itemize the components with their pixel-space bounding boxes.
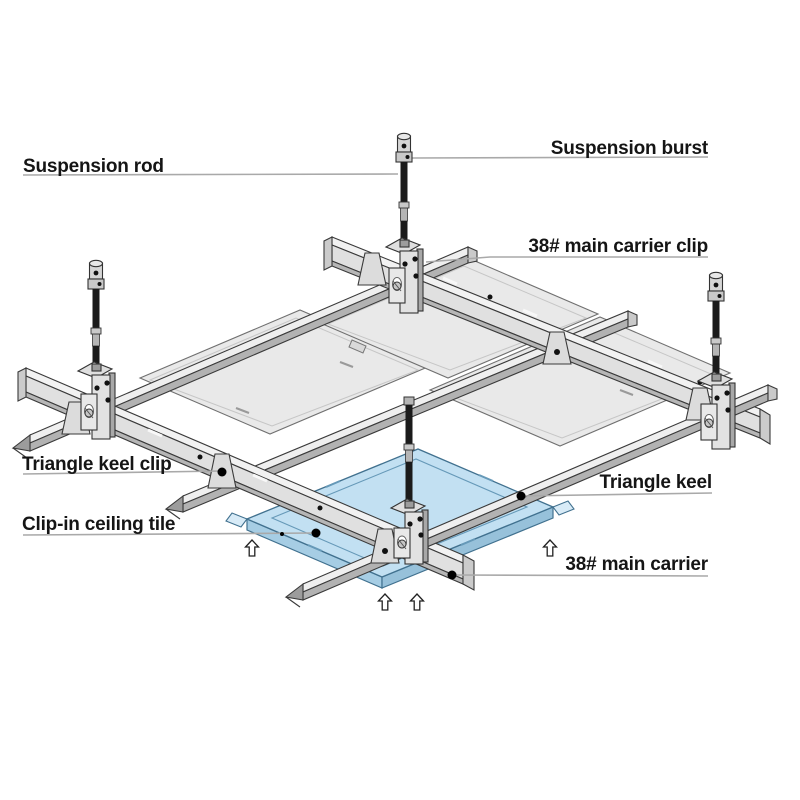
- label-suspension-burst: Suspension burst: [550, 138, 708, 159]
- carrier-clip: [80, 372, 116, 440]
- suspension-hanger-bottom: [390, 396, 429, 565]
- dot-small: [280, 532, 284, 536]
- carrier-end-cap: [759, 408, 771, 445]
- dot-main-carrier: [447, 570, 457, 580]
- triangle-keel-back: [11, 246, 478, 459]
- label-main-carrier: 38# main carrier: [565, 554, 708, 575]
- leader-lines: [22, 156, 713, 577]
- leader-suspension-rod: [22, 173, 399, 176]
- suspension-hanger-right: [697, 271, 736, 450]
- dot-clip-in-tile: [311, 528, 321, 538]
- annotation-dots: [217, 467, 526, 580]
- keel-end-cap: [767, 384, 778, 402]
- suspension-rod-shaft: [400, 162, 408, 204]
- carrier-clip: [393, 509, 429, 565]
- suspension-hanger-top: [385, 132, 424, 314]
- label-main-carrier-clip: 38# main carrier clip: [528, 236, 708, 257]
- carrier-end-cap: [17, 367, 27, 402]
- up-arrow-icon: [409, 593, 425, 611]
- label-triangle-keel: Triangle keel: [599, 472, 712, 493]
- leader-main-carrier: [451, 574, 709, 577]
- panel-seam-connector: [348, 339, 367, 354]
- carrier-clip: [388, 248, 424, 314]
- tile-corner-flange: [225, 512, 248, 528]
- keel-end-tip: [11, 433, 31, 452]
- suspension-rod-shaft: [92, 289, 100, 330]
- dot-triangle-keel: [516, 491, 526, 501]
- label-suspension-rod: Suspension rod: [23, 156, 164, 177]
- suspension-burst-anchor: [707, 271, 725, 302]
- leader-clip-in-tile: [22, 532, 317, 536]
- rod-top-collar: [403, 396, 415, 406]
- suspension-rod-shaft: [712, 301, 720, 340]
- suspension-hanger-left: [77, 259, 116, 440]
- leader-suspension-burst: [411, 156, 709, 159]
- tile-corner-flange: [552, 500, 575, 516]
- keel-end-tip: [284, 582, 304, 601]
- suspension-burst-anchor: [87, 259, 105, 290]
- suspension-rod-shaft: [405, 405, 413, 446]
- label-triangle-keel-clip: Triangle keel clip: [22, 454, 172, 475]
- carrier-end-cap: [323, 236, 333, 271]
- main-carrier-front: [17, 367, 475, 591]
- up-arrow-icon: [377, 593, 393, 611]
- keel-clip-middle-right: [542, 331, 572, 365]
- keel-end-cap: [467, 246, 478, 264]
- keel-end-tip: [164, 494, 184, 513]
- dot-triangle-keel-clip: [217, 467, 227, 477]
- keel-end-cap: [627, 310, 638, 328]
- label-clip-in-ceiling-tile: Clip-in ceiling tile: [22, 514, 176, 535]
- leader-main-carrier-clip: [425, 256, 708, 263]
- up-arrow-icon: [244, 539, 260, 557]
- keel-clip-bottom: [370, 528, 400, 564]
- leader-triangle-keel: [520, 492, 713, 497]
- carrier-clip: [700, 382, 736, 450]
- keel-clip-top: [357, 252, 387, 286]
- carrier-end-cap: [462, 554, 475, 591]
- leader-triangle-keel-clip: [22, 470, 223, 475]
- up-arrow-icon: [542, 539, 558, 557]
- suspension-burst-anchor: [395, 132, 413, 163]
